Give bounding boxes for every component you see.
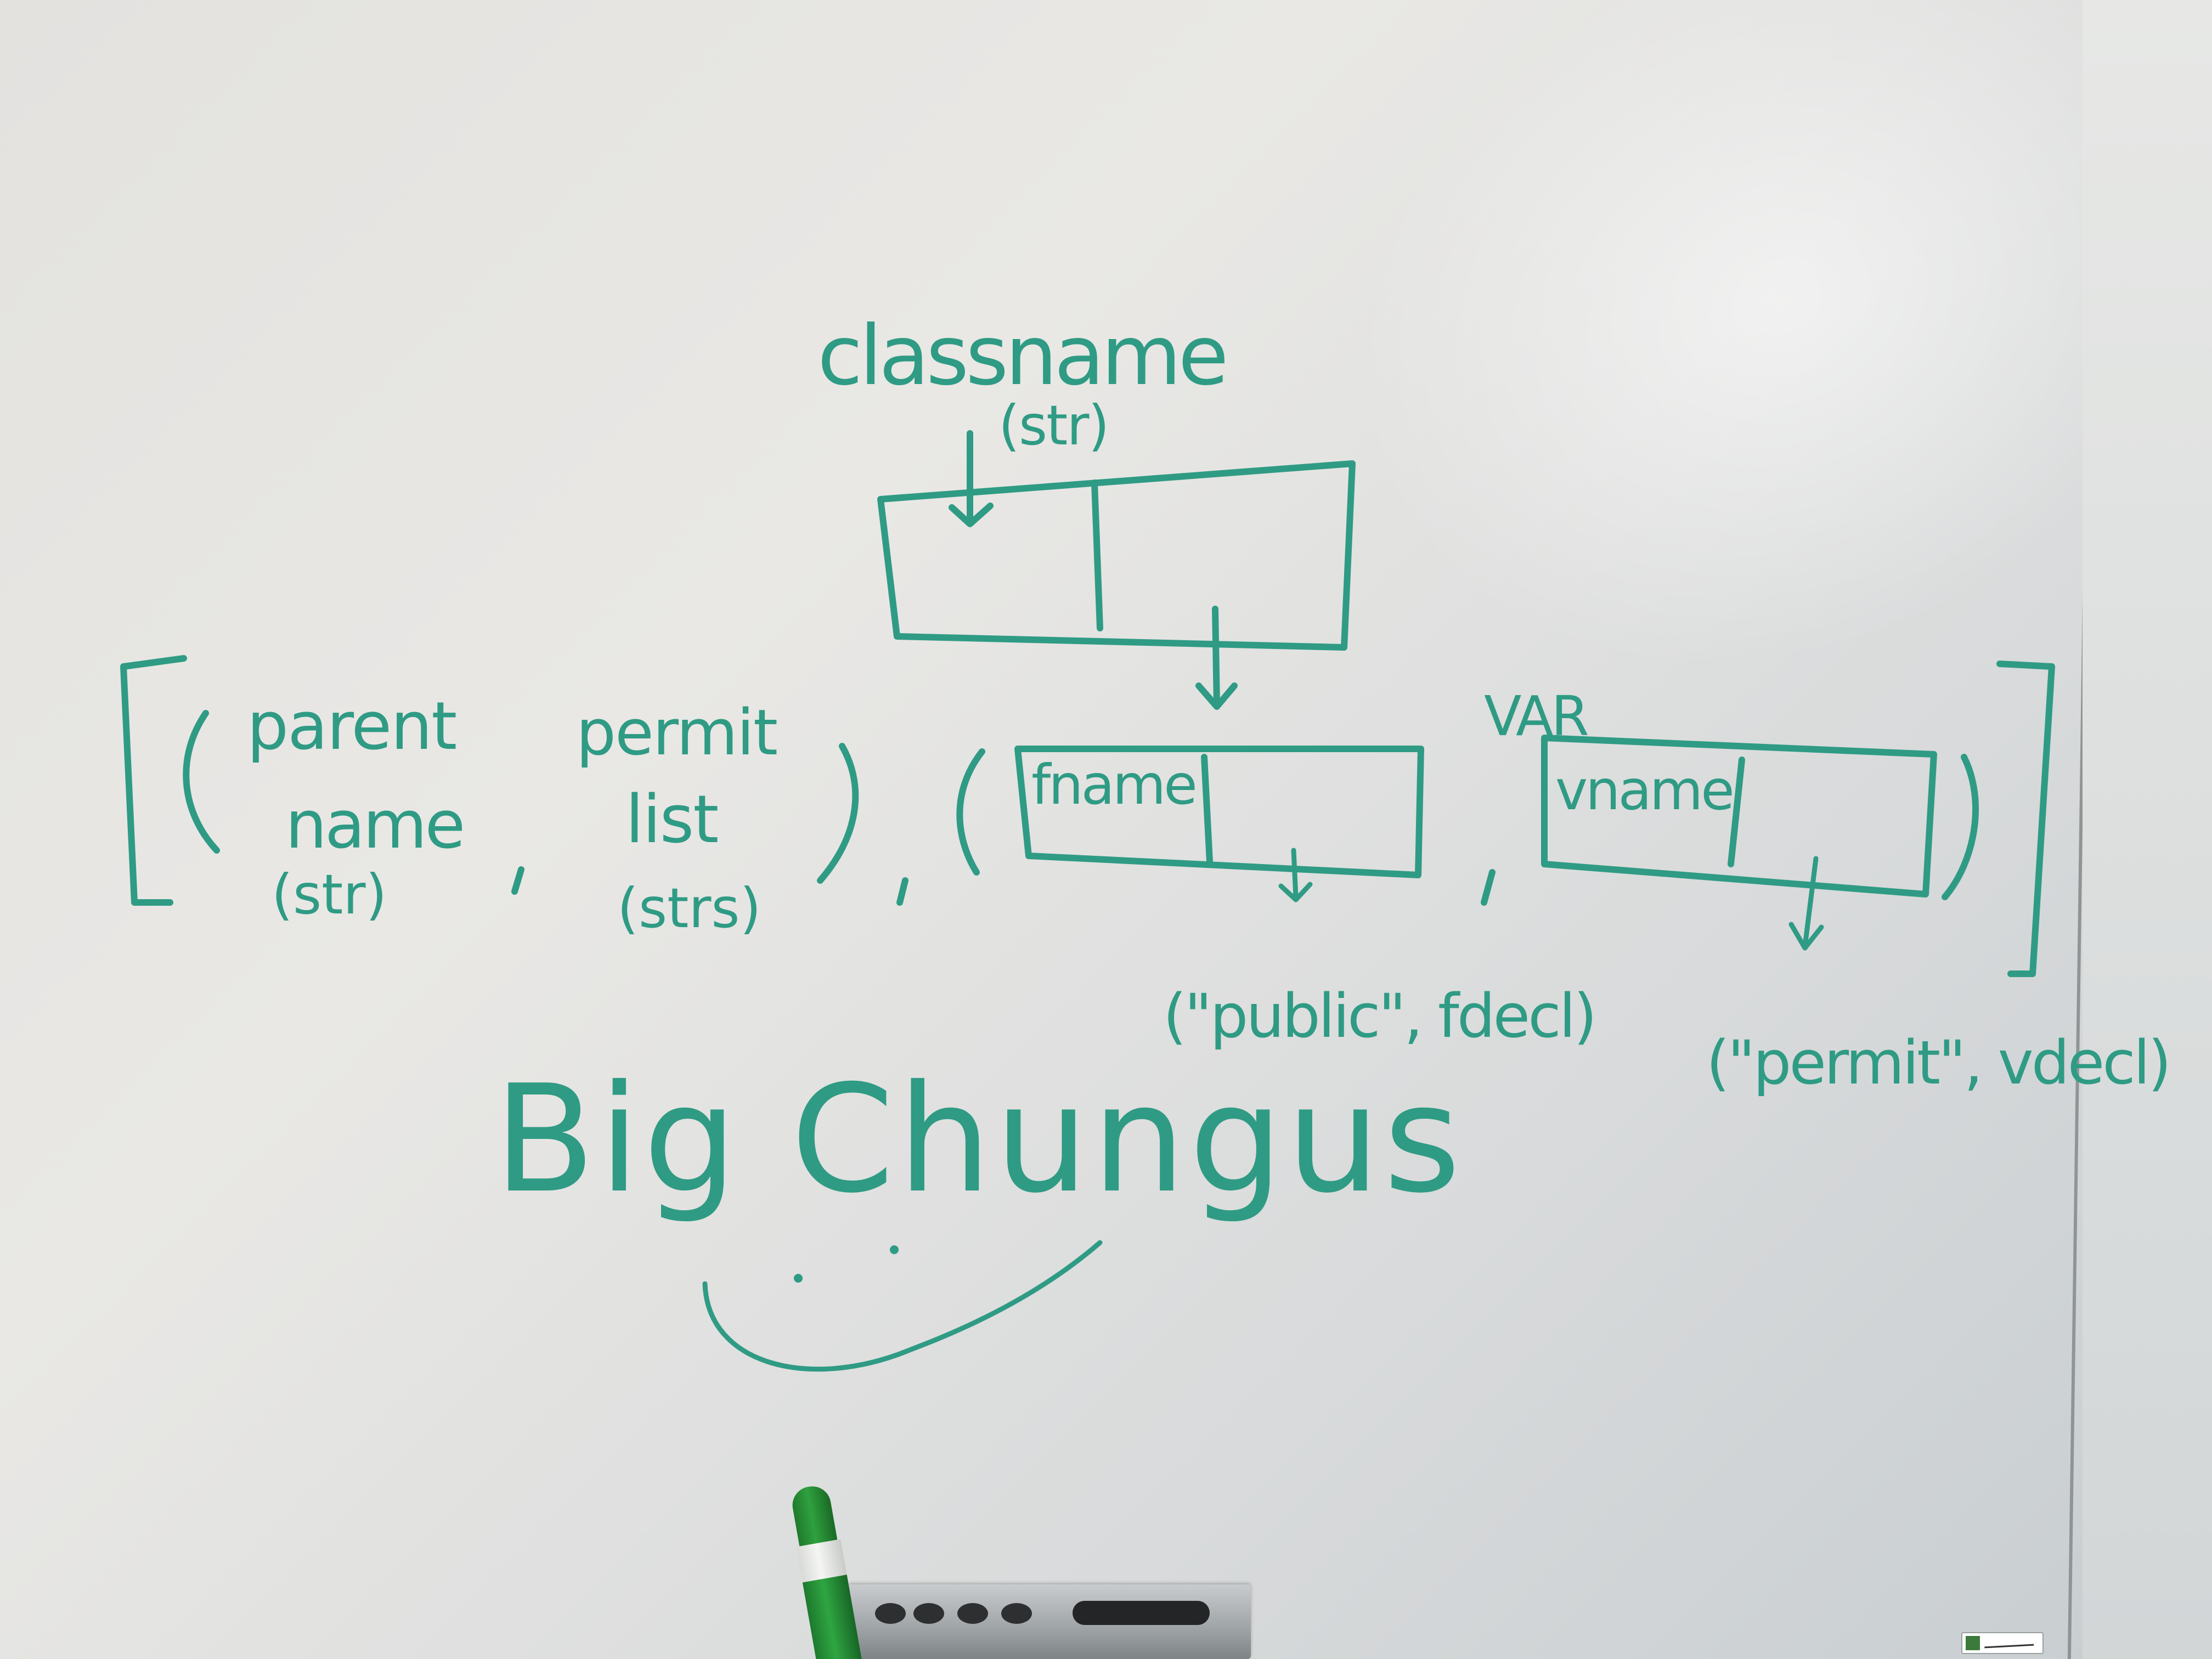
list-close-bracket: [1996, 661, 2055, 977]
tuple1-comma: [511, 866, 524, 895]
pair-down-arrow-shaft: [1212, 606, 1220, 708]
brand-logo-wordmark: [1984, 1638, 2034, 1648]
tray-eraser-slot: [1073, 1601, 1210, 1625]
tray-hole-2: [957, 1603, 988, 1624]
brand-logo-mark: [1966, 1636, 1980, 1650]
smiley-mouth: [702, 1240, 1103, 1372]
tray-hole-3: [1001, 1603, 1032, 1624]
tray-hole-4: [875, 1603, 906, 1624]
vname-arrow-shaft: [1802, 856, 1819, 949]
top-pair-box-divider: [1091, 479, 1103, 631]
permit-label-line3: (strs): [617, 876, 761, 940]
mid-comma: [1481, 869, 1496, 906]
tuple1-close-paren: [817, 743, 859, 884]
whiteboard-adjacent-panel: [2083, 0, 2212, 1659]
parent-label-line3: (str): [272, 862, 387, 927]
vname-arrow-head: [1788, 922, 1824, 951]
big-chungus-caption: Big Chungus: [494, 1053, 1464, 1226]
vname-label: vname: [1555, 758, 1733, 822]
fname-box: [1014, 746, 1424, 878]
smiley-right-eye: [890, 1245, 899, 1254]
marker-tray: [848, 1584, 1251, 1659]
tuple2-close-paren: [1942, 754, 1979, 900]
permit-label-line2: list: [625, 782, 718, 858]
whiteboard-brand-logo: [1961, 1632, 2044, 1654]
permit-label-line1: permit: [576, 696, 777, 770]
pair-down-arrow-head: [1195, 682, 1238, 710]
classname-label: classname: [817, 308, 1226, 404]
fname-target-label: ("public", fdecl): [1163, 981, 1595, 1051]
marker-cap: [789, 1483, 838, 1550]
parent-label-line2: name: [285, 787, 463, 864]
tuple1-open-paren: [183, 710, 220, 854]
top-pair-box: [877, 460, 1356, 651]
tuple2-open-paren: [956, 748, 985, 876]
fname-arrow-shaft: [1291, 848, 1299, 900]
vname-target-label: ("permit", vdecl): [1706, 1028, 2169, 1098]
classname-type-label: (str): [998, 393, 1108, 458]
tray-hole-1: [913, 1603, 944, 1624]
vname-box: [1541, 735, 1937, 898]
classname-arrow-head: [949, 503, 994, 527]
parent-label-line1: parent: [247, 689, 456, 765]
smiley-left-eye: [794, 1274, 803, 1283]
vname-box-divider: [1728, 757, 1745, 867]
list-open-bracket: [120, 655, 187, 906]
fname-box-divider: [1201, 754, 1213, 865]
fname-arrow-head: [1278, 882, 1313, 902]
tuple-separator-comma: [896, 877, 909, 906]
fname-label: fname: [1031, 753, 1195, 817]
